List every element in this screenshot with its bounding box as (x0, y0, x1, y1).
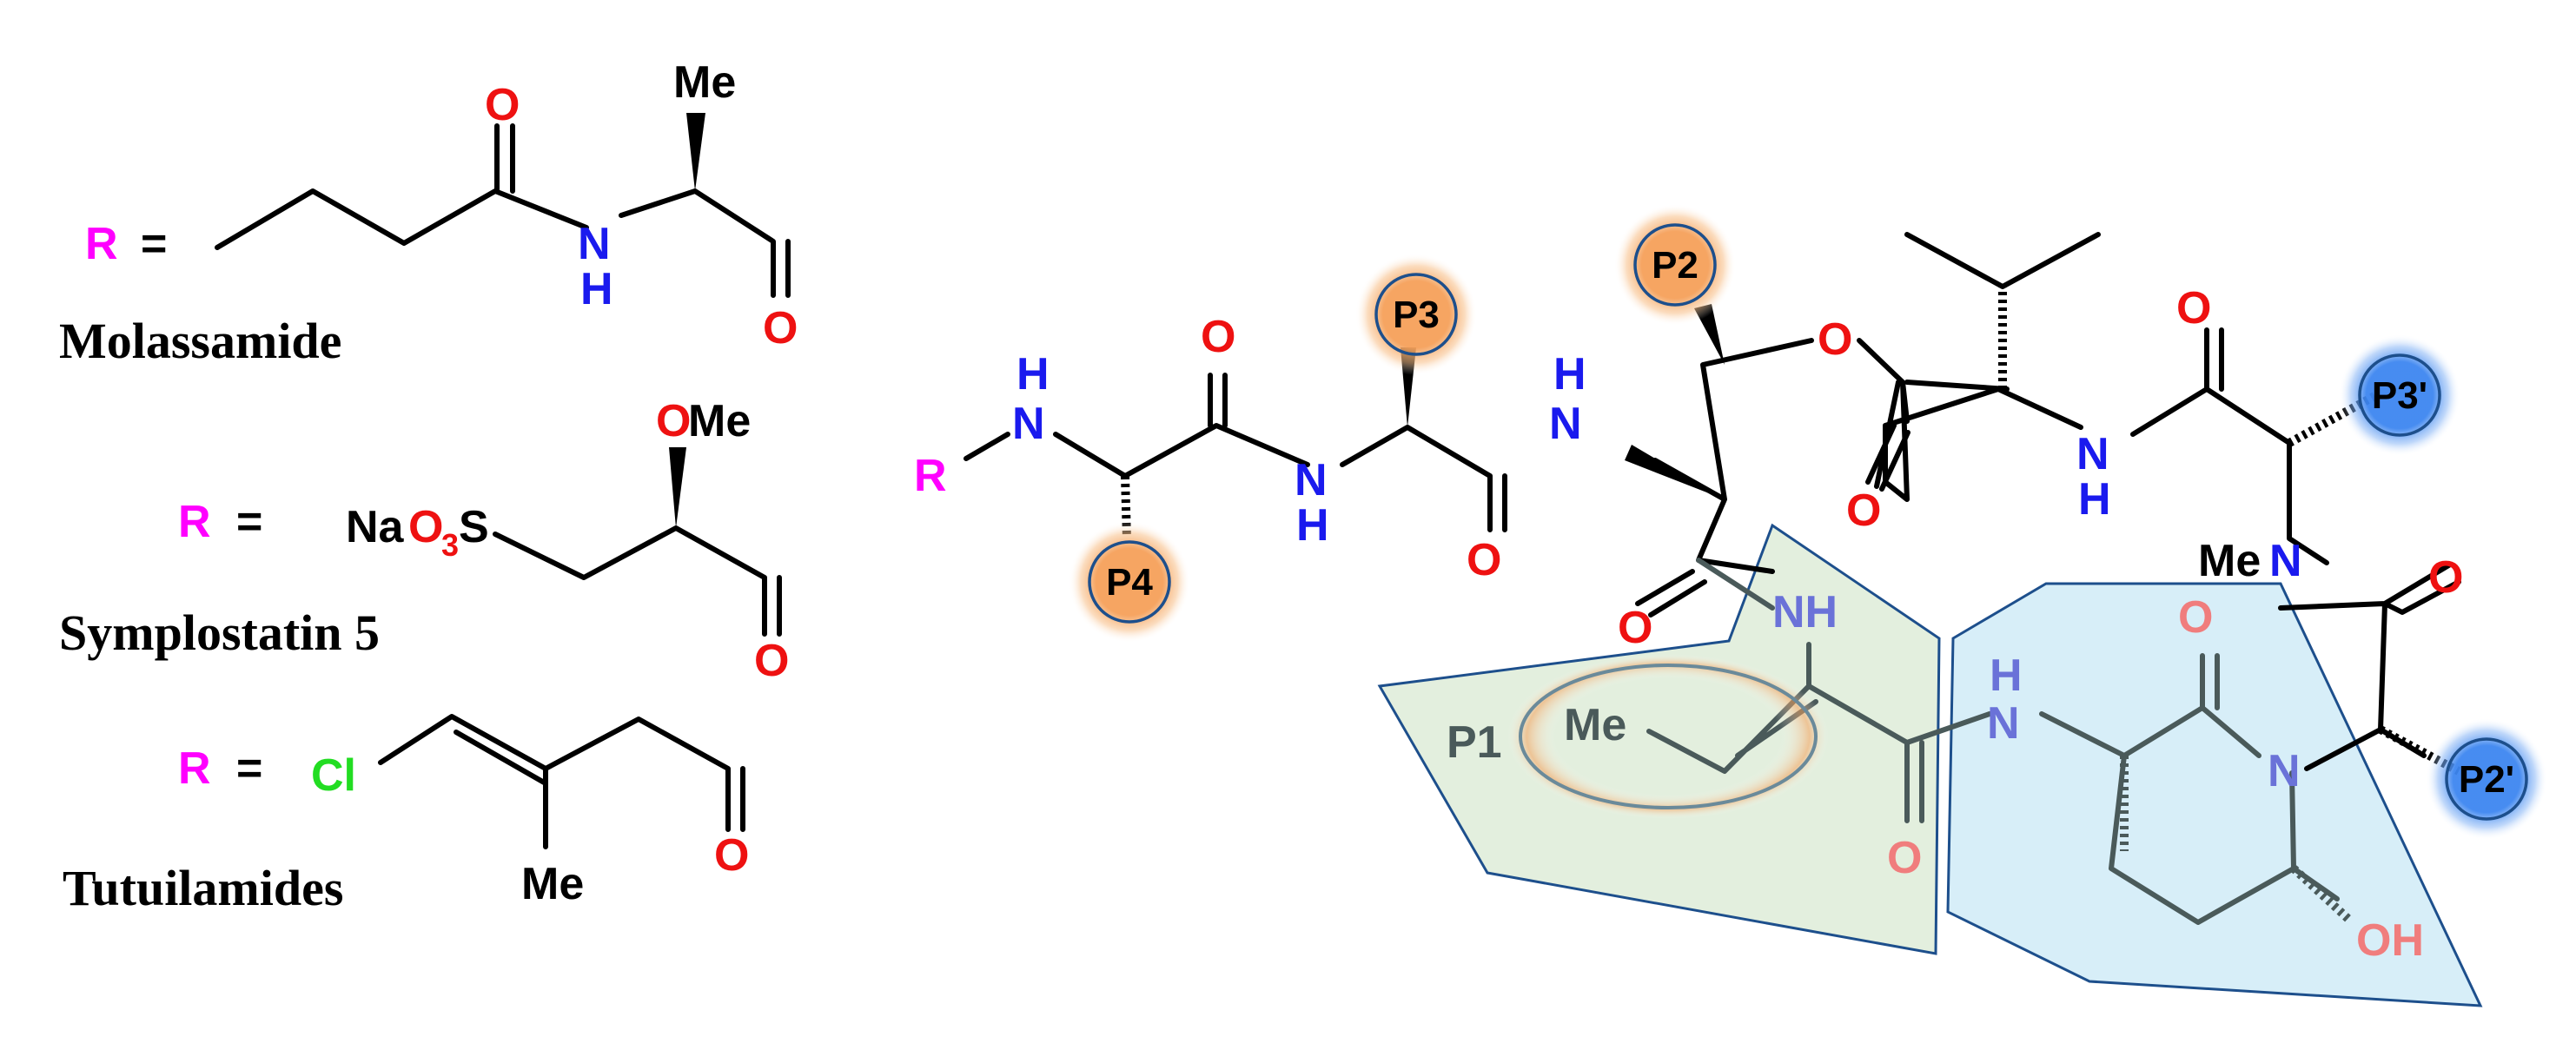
p1-highlight-oval (1507, 654, 1829, 819)
p2-prime-label: P2' (2459, 758, 2514, 801)
nh4-h: H (2078, 474, 2111, 525)
amide-h: H (580, 264, 613, 314)
subscript-3: 3 (441, 527, 459, 563)
chlorine-cl: Cl (311, 750, 356, 801)
ester-o: O (1818, 314, 1852, 365)
amide1-o: O (1201, 312, 1235, 362)
equals-sign: = (236, 497, 262, 547)
compound-name: Tutuilamides (63, 860, 343, 916)
nh6-n: N (1987, 698, 2020, 749)
compound-name: Symplostatin 5 (59, 604, 380, 661)
p3-label: P3 (1393, 294, 1440, 336)
methyl-me: Me (521, 859, 584, 909)
p3-prime-label: P3' (2372, 374, 2427, 417)
hydroxyl-oh: OH (2356, 915, 2424, 966)
nh1-n: N (1012, 399, 1045, 449)
molassamide-bonds (215, 123, 791, 298)
nh5-label: NH (1772, 587, 1838, 637)
amide3-o: O (1618, 603, 1652, 653)
carbonyl-o: O (485, 80, 520, 130)
amide4-o: O (2176, 283, 2211, 333)
tutuilamides-bonds (378, 714, 745, 849)
amide-n: N (578, 219, 611, 269)
macrocycle-structure: R H N O N H O H N O O N H O O NH Me N O … (914, 204, 2547, 1007)
tutuilamides-substituent: R = Cl Me O Tutuilamides (63, 714, 749, 916)
p2-binding-region (1946, 582, 2483, 1007)
methoxy-o: O (656, 396, 691, 446)
p1-oval-outline (1519, 664, 1818, 809)
sodium-na: Na (346, 502, 405, 552)
valine-isopropyl-bonds (1904, 232, 2101, 289)
nh1-h: H (1016, 349, 1050, 400)
nh2-n: N (1295, 455, 1328, 505)
amide6-o: O (1887, 833, 1922, 883)
methoxy-me: Me (688, 396, 751, 446)
ester-carbonyl-bonds (1865, 423, 1910, 492)
p2-pocket: P2 (1614, 204, 1736, 326)
macrocycle-r-label: R (914, 451, 947, 501)
wedge-bond (669, 447, 686, 528)
aldehyde-o: O (714, 830, 749, 881)
sulfur-s: S (459, 502, 489, 552)
nh3-n: N (1549, 399, 1582, 449)
p2-label: P2 (1652, 244, 1699, 287)
nh2-h: H (1296, 500, 1329, 551)
r-label: R (178, 743, 211, 794)
nh6-h: H (1990, 650, 2023, 701)
amide2-o: O (1467, 535, 1501, 585)
lactone-o: O (1846, 485, 1881, 536)
n-methyl-me: Me (2198, 536, 2261, 586)
symplostatin-substituent: R = Na O 3 S O Me O Symplostatin 5 (59, 396, 789, 686)
equals-sign: = (236, 743, 262, 794)
aldehyde-o: O (763, 303, 798, 353)
p1-label: P1 (1447, 717, 1502, 768)
symplostatin-bonds (493, 525, 782, 637)
p1-methyl-me: Me (1564, 700, 1626, 750)
p3-prime-pocket: P3' (2339, 334, 2460, 456)
wedge-bond (686, 113, 705, 191)
left-panel: R = O N H Me O Molassamide R = Na O 3 S … (59, 57, 798, 916)
p3-pocket: P3 (1355, 254, 1477, 375)
nh3-h: H (1553, 349, 1586, 400)
ring-n: N (2268, 746, 2301, 796)
r-label: R (178, 497, 211, 547)
sulfonate-o: O (408, 502, 443, 552)
ring-carbonyl-o: O (2178, 592, 2213, 643)
aldehyde-o: O (754, 636, 789, 686)
n-methyl-n: N (2269, 536, 2302, 586)
nh4-n: N (2076, 429, 2109, 479)
r-label: R (85, 219, 118, 269)
equals-sign: = (141, 219, 167, 269)
p2-prime-pocket: P2' (2426, 718, 2547, 840)
p4-label: P4 (1106, 561, 1153, 604)
amide5-o: O (2428, 552, 2463, 603)
molassamide-substituent: R = O N H Me O Molassamide (59, 57, 798, 369)
methyl-me: Me (673, 57, 736, 108)
p4-pocket: P4 (1069, 521, 1190, 643)
compound-name: Molassamide (59, 313, 341, 369)
faded-stereo-bonds (2120, 756, 2354, 924)
